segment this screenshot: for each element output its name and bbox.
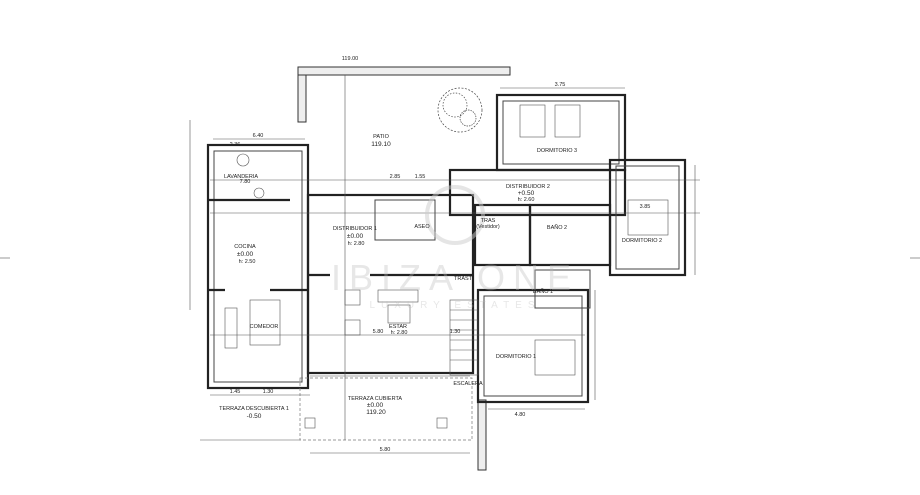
svg-text:LUXURY ESTATES: LUXURY ESTATES [369,300,540,311]
svg-text:TRAS: TRAS [481,218,496,224]
svg-text:h: 2.80: h: 2.80 [391,330,408,336]
svg-text:119.20: 119.20 [366,409,386,416]
svg-text:-0.50: -0.50 [247,413,262,420]
svg-text:TERRAZA CUBIERTA: TERRAZA CUBIERTA [348,396,403,402]
room-dormitorio-2: DORMITORIO 2 [622,238,662,244]
room-estar: ESTAR h: 2.80 [389,324,407,336]
room-escalera: ESCALERA [453,381,483,387]
svg-text:3.75: 3.75 [555,82,566,88]
svg-text:h: 2.80: h: 2.80 [348,241,365,247]
room-trast: TRAST [454,276,473,282]
svg-text:(Vestidor): (Vestidor) [476,224,500,230]
room-lavanderia: LAVANDERIA [224,174,258,180]
svg-text:3.85: 3.85 [640,204,651,210]
room-terraza-descubierta: TERRAZA DESCUBIERTA 1 -0.50 [219,406,289,420]
svg-text:1.30: 1.30 [263,389,274,395]
svg-text:6.40: 6.40 [253,133,264,139]
room-patio: PATIO 119.10 [371,134,391,148]
watermark-logo: IBIZA ONE LUXURY ESTATES [331,185,579,311]
room-dormitorio-1: DORMITORIO 1 [496,354,536,360]
svg-text:4.80: 4.80 [515,412,526,418]
svg-text:±0.00: ±0.00 [347,233,364,240]
svg-text:1.45: 1.45 [230,389,241,395]
room-terraza-cubierta: TERRAZA CUBIERTA ±0.00 119.20 [348,396,403,416]
room-aseo: ASEO [414,224,430,230]
svg-text:7.80: 7.80 [240,179,251,185]
svg-text:±0.00: ±0.00 [237,251,254,258]
room-trast-vestidor: TRAS (Vestidor) [476,218,500,230]
svg-text:±0.00: ±0.00 [367,402,384,409]
svg-text:2.85: 2.85 [390,174,401,180]
walls [189,93,687,441]
svg-text:TERRAZA DESCUBIERTA 1: TERRAZA DESCUBIERTA 1 [219,406,289,412]
dimension-labels: 6.40 2.36 7.80 1.55 2.85 5.80 1.30 3.75 … [230,82,651,453]
top-level-label: 119.00 [342,56,358,62]
svg-text:h: 2.50: h: 2.50 [239,259,256,265]
stairs [449,299,479,376]
room-dormitorio-3: DORMITORIO 3 [537,148,577,154]
svg-text:2.36: 2.36 [230,142,241,148]
svg-text:1.55: 1.55 [415,174,426,180]
room-bano-1: BAÑO 1 [533,288,553,295]
svg-text:PATIO: PATIO [373,134,389,140]
tree [437,87,483,133]
svg-text:ESTAR: ESTAR [389,324,407,330]
stone-wall [297,66,511,471]
svg-text:1.30: 1.30 [450,329,461,335]
dimension-lines [210,75,700,454]
room-bano-2: BAÑO 2 [547,224,567,231]
svg-text:COCINA: COCINA [234,244,256,250]
svg-text:119.10: 119.10 [371,141,391,148]
svg-text:h: 2.60: h: 2.60 [518,197,535,203]
room-comedor: COMEDOR [250,324,279,330]
svg-text:DISTRIBUIDOR 1: DISTRIBUIDOR 1 [333,226,377,232]
svg-text:5.80: 5.80 [380,447,391,453]
room-cocina: COCINA ±0.00 h: 2.50 [234,244,256,265]
svg-text:IBIZA ONE: IBIZA ONE [331,257,579,298]
svg-text:5.80: 5.80 [373,329,384,335]
room-distribuidor-2: DISTRIBUIDOR 2 +0.50 h: 2.60 [506,184,550,203]
svg-text:DISTRIBUIDOR 2: DISTRIBUIDOR 2 [506,184,550,190]
room-distribuidor-1: DISTRIBUIDOR 1 ±0.00 h: 2.80 [333,226,377,247]
svg-text:+0.50: +0.50 [518,190,535,197]
